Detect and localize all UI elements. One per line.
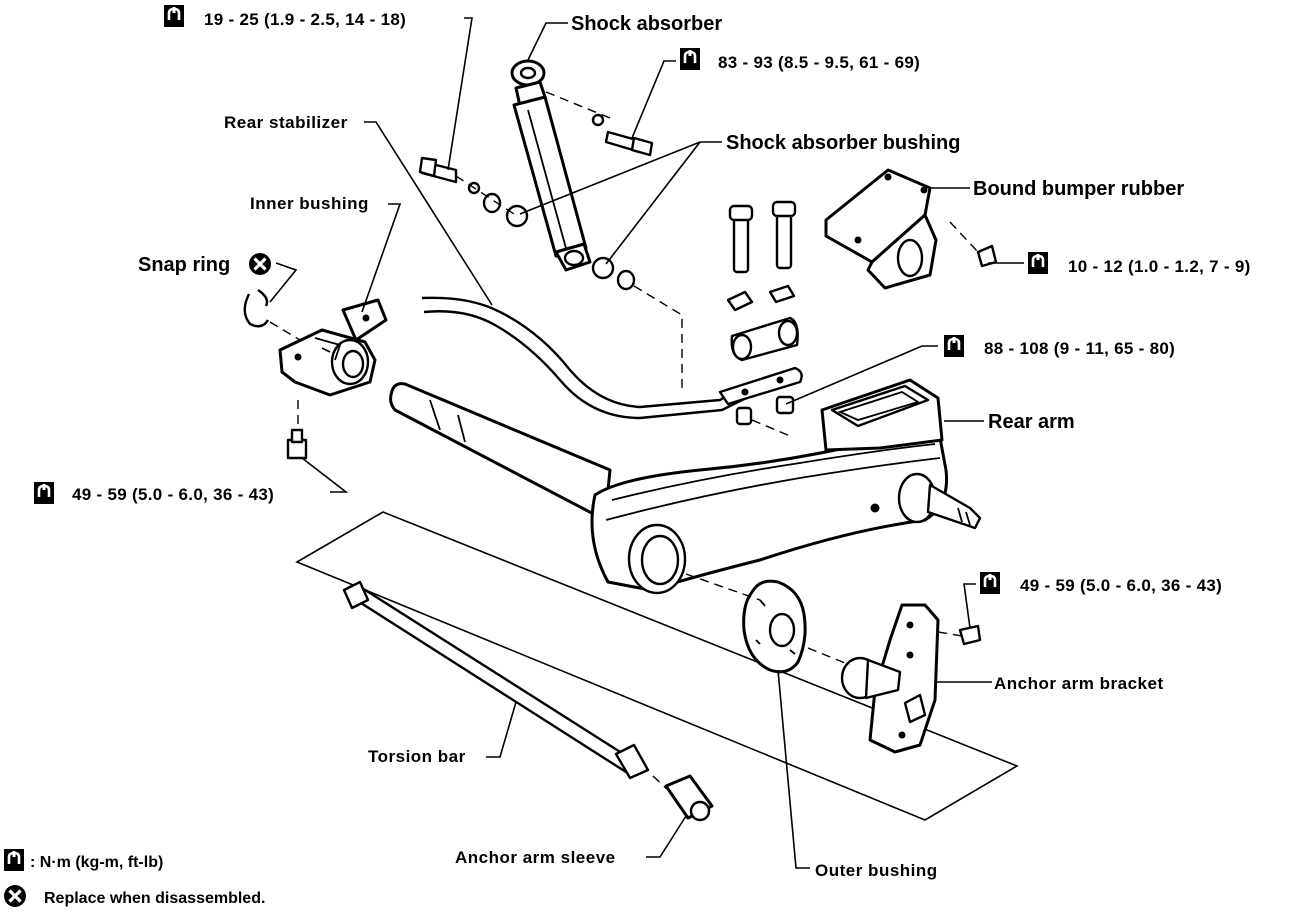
torque-wrench-icon bbox=[678, 46, 702, 72]
bound-bumper-rubber-drawing bbox=[824, 168, 998, 290]
torque-spec-stabilizer-nut: 88 - 108 (9 - 11, 65 - 80) bbox=[984, 339, 1175, 358]
legend: : N·m (kg-m, ft-lb) Replace when disasse… bbox=[2, 847, 265, 909]
anchor-arm-bracket-drawing bbox=[840, 603, 982, 754]
label-shock-absorber: Shock absorber bbox=[571, 13, 722, 35]
label-rear-stabilizer: Rear stabilizer bbox=[224, 113, 348, 132]
rear-stabilizer-drawing bbox=[421, 296, 803, 420]
label-shock-absorber-bushing: Shock absorber bushing bbox=[726, 132, 960, 154]
inner-bushing-drawing bbox=[243, 289, 388, 460]
label-outer-bushing: Outer bushing bbox=[815, 861, 938, 880]
torsion-bar-drawing bbox=[342, 580, 650, 780]
shock-absorber-drawing bbox=[510, 59, 592, 272]
outer-bushing-drawing bbox=[742, 579, 807, 674]
leader-lines bbox=[269, 17, 1024, 869]
label-rear-arm: Rear arm bbox=[988, 411, 1075, 433]
legend-torque-unit: : N·m (kg-m, ft-lb) bbox=[30, 854, 163, 871]
replace-x-circle-icon bbox=[247, 251, 273, 277]
replace-x-circle-icon bbox=[2, 883, 28, 909]
label-torsion-bar: Torsion bar bbox=[368, 747, 466, 766]
label-anchor-arm-sleeve: Anchor arm sleeve bbox=[455, 848, 616, 867]
rear-arm-drawing bbox=[389, 378, 982, 595]
anchor-arm-sleeve-drawing bbox=[664, 774, 714, 822]
assembly-lines bbox=[269, 91, 979, 791]
torque-spec-shock-lower-bolt: 19 - 25 (1.9 - 2.5, 14 - 18) bbox=[204, 10, 406, 29]
label-inner-bushing: Inner bushing bbox=[250, 194, 369, 213]
label-snap-ring: Snap ring bbox=[138, 254, 230, 276]
torque-wrench-icon bbox=[942, 333, 966, 359]
torque-wrench-icon bbox=[1026, 250, 1050, 276]
legend-replace-note: Replace when disassembled. bbox=[44, 890, 265, 907]
torsion-bar-assembly-outline bbox=[295, 511, 1019, 821]
torque-wrench-icon bbox=[32, 480, 56, 506]
torque-wrench-icon bbox=[2, 847, 26, 873]
torque-wrench-icon bbox=[162, 3, 186, 29]
torque-spec-bound-bumper: 10 - 12 (1.0 - 1.2, 7 - 9) bbox=[1068, 257, 1251, 276]
stabilizer-mount-parts bbox=[726, 200, 799, 426]
torque-wrench-icon bbox=[978, 570, 1002, 596]
torque-spec-shock-upper-bolt: 83 - 93 (8.5 - 9.5, 61 - 69) bbox=[718, 53, 920, 72]
torque-spec-anchor-bracket-bolt: 49 - 59 (5.0 - 6.0, 36 - 43) bbox=[1020, 576, 1222, 595]
label-bound-bumper-rubber: Bound bumper rubber bbox=[973, 178, 1184, 200]
torque-spec-inner-bushing-bolt: 49 - 59 (5.0 - 6.0, 36 - 43) bbox=[72, 485, 274, 504]
shock-hardware bbox=[418, 113, 654, 291]
label-anchor-arm-bracket: Anchor arm bracket bbox=[994, 674, 1164, 693]
